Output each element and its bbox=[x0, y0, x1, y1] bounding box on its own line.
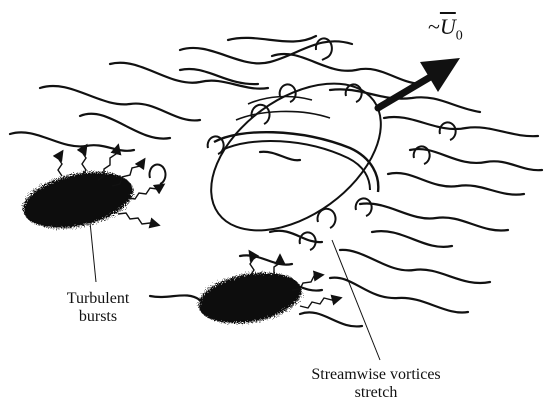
velocity-label: ~U0 bbox=[428, 14, 463, 44]
streamwise-vortices-label: Streamwise vortices stretch bbox=[276, 366, 476, 402]
flow-direction-arrow bbox=[378, 58, 460, 108]
vortex-ring bbox=[184, 54, 408, 261]
turbulent-bursts-label: Turbulent bursts bbox=[48, 290, 148, 326]
